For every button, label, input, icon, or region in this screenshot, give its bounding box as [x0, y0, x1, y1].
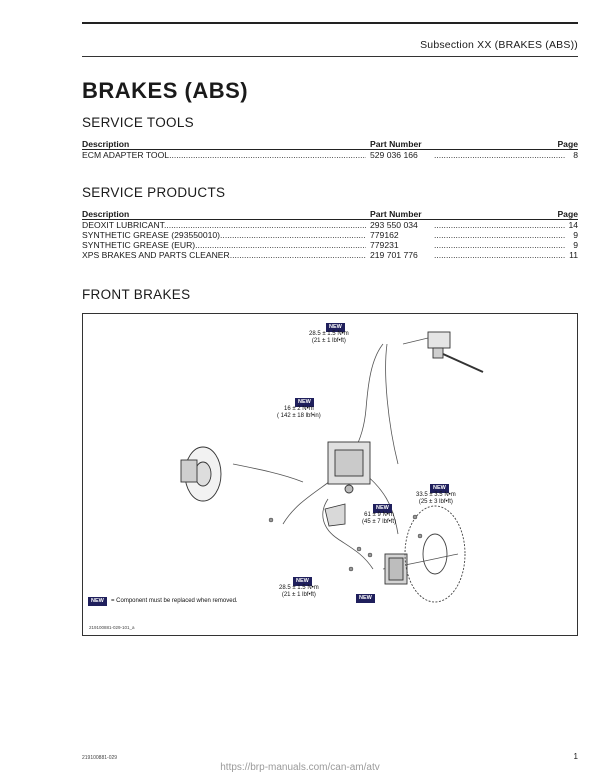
legend-new-badge: NEW	[88, 597, 107, 606]
row-part-number: 529 036 166	[370, 150, 418, 160]
fasteners	[268, 514, 423, 572]
mount-bracket	[324, 503, 346, 527]
subsection-rule	[82, 56, 578, 57]
subsection-label: Subsection XX (BRAKES (ABS))	[420, 39, 578, 51]
torque-callout: 61 ± 9 N•m (45 ± 7 lbf•ft)	[362, 512, 397, 525]
row-part-number: 219 701 776	[370, 250, 418, 260]
legend-text: = Component must be replaced when remove…	[111, 598, 238, 604]
table-row: DEOXIT LUBRICANT........................…	[82, 220, 578, 230]
new-badge: NEW	[373, 504, 392, 513]
service-products-table: Description Part Number Page DEOXIT LUBR…	[82, 209, 578, 260]
row-part-number: 779231	[370, 240, 399, 250]
new-badge: NEW	[326, 323, 345, 332]
col-page: Page	[557, 209, 578, 219]
front-brakes-heading: FRONT BRAKES	[82, 287, 191, 302]
row-leader: ........................................…	[434, 150, 566, 160]
row-leader: ........................................…	[434, 250, 566, 260]
row-description: XPS BRAKES AND PARTS CLEANER............…	[82, 250, 366, 260]
row-page-link[interactable]: 14	[568, 220, 578, 230]
col-description: Description	[82, 209, 130, 219]
torque-callout: 16 ± 2 N•m ( 142 ± 18 lbf•in)	[277, 406, 321, 419]
row-description: ECM ADAPTER TOOL........................…	[82, 150, 366, 160]
service-products-heading: SERVICE PRODUCTS	[82, 185, 226, 200]
front-brakes-diagram: NEW 28.5 ± 1.5 N•m (21 ± 1 lbf•ft) NEW 1…	[82, 313, 578, 636]
row-part-number: 779162	[370, 230, 399, 240]
table-header: Description Part Number Page	[82, 139, 578, 150]
footer-doc-code: 219100881-029	[82, 755, 118, 761]
table-row: ECM ADAPTER TOOL........................…	[82, 150, 578, 160]
right-caliper	[384, 553, 408, 585]
col-part-number: Part Number	[370, 209, 422, 219]
row-description: DEOXIT LUBRICANT........................…	[82, 220, 366, 230]
exploded-view-drawing	[180, 331, 484, 603]
right-brake-disc	[404, 505, 466, 603]
row-page-link[interactable]: 8	[573, 150, 578, 160]
table-row: SYNTHETIC GREASE (EUR)..................…	[82, 240, 578, 250]
master-cylinder	[427, 331, 484, 373]
row-page-link[interactable]: 11	[569, 250, 578, 260]
row-page-link[interactable]: 9	[573, 240, 578, 250]
row-part-number: 293 550 034	[370, 220, 418, 230]
abs-module	[327, 441, 371, 494]
page-title: BRAKES (ABS)	[82, 78, 249, 103]
row-leader: ........................................…	[434, 240, 566, 250]
row-description: SYNTHETIC GREASE (293550010)............…	[82, 230, 366, 240]
col-part-number: Part Number	[370, 139, 422, 149]
new-badge: NEW	[293, 577, 312, 586]
col-page: Page	[557, 139, 578, 149]
left-brake-disc	[180, 446, 222, 502]
torque-callout: 33.5 ± 3.5 N•m (25 ± 3 lbf•ft)	[416, 492, 456, 505]
service-tools-heading: SERVICE TOOLS	[82, 115, 194, 130]
service-tools-table: Description Part Number Page ECM ADAPTER…	[82, 139, 578, 160]
col-description: Description	[82, 139, 130, 149]
row-leader: ........................................…	[434, 230, 566, 240]
row-description: SYNTHETIC GREASE (EUR)..................…	[82, 240, 366, 250]
new-badge: NEW	[295, 398, 314, 407]
torque-callout: 28.5 ± 1.5 N•m (21 ± 1 lbf•ft)	[309, 331, 349, 344]
table-row: XPS BRAKES AND PARTS CLEANER............…	[82, 250, 578, 260]
row-leader: ........................................…	[434, 220, 566, 230]
row-page-link[interactable]: 9	[573, 230, 578, 240]
figure-code: 219100881-029-101_a	[89, 625, 135, 630]
new-badge: NEW	[430, 484, 449, 493]
table-row: SYNTHETIC GREASE (293550010)............…	[82, 230, 578, 240]
page-number: 1	[573, 752, 578, 761]
source-url[interactable]: https://brp-manuals.com/can-am/atv	[220, 762, 380, 773]
new-badge: NEW	[356, 594, 375, 603]
header-rule	[82, 22, 578, 24]
torque-callout: 28.5 ± 1.5 N•m (21 ± 1 lbf•ft)	[279, 585, 319, 598]
table-header: Description Part Number Page	[82, 209, 578, 220]
